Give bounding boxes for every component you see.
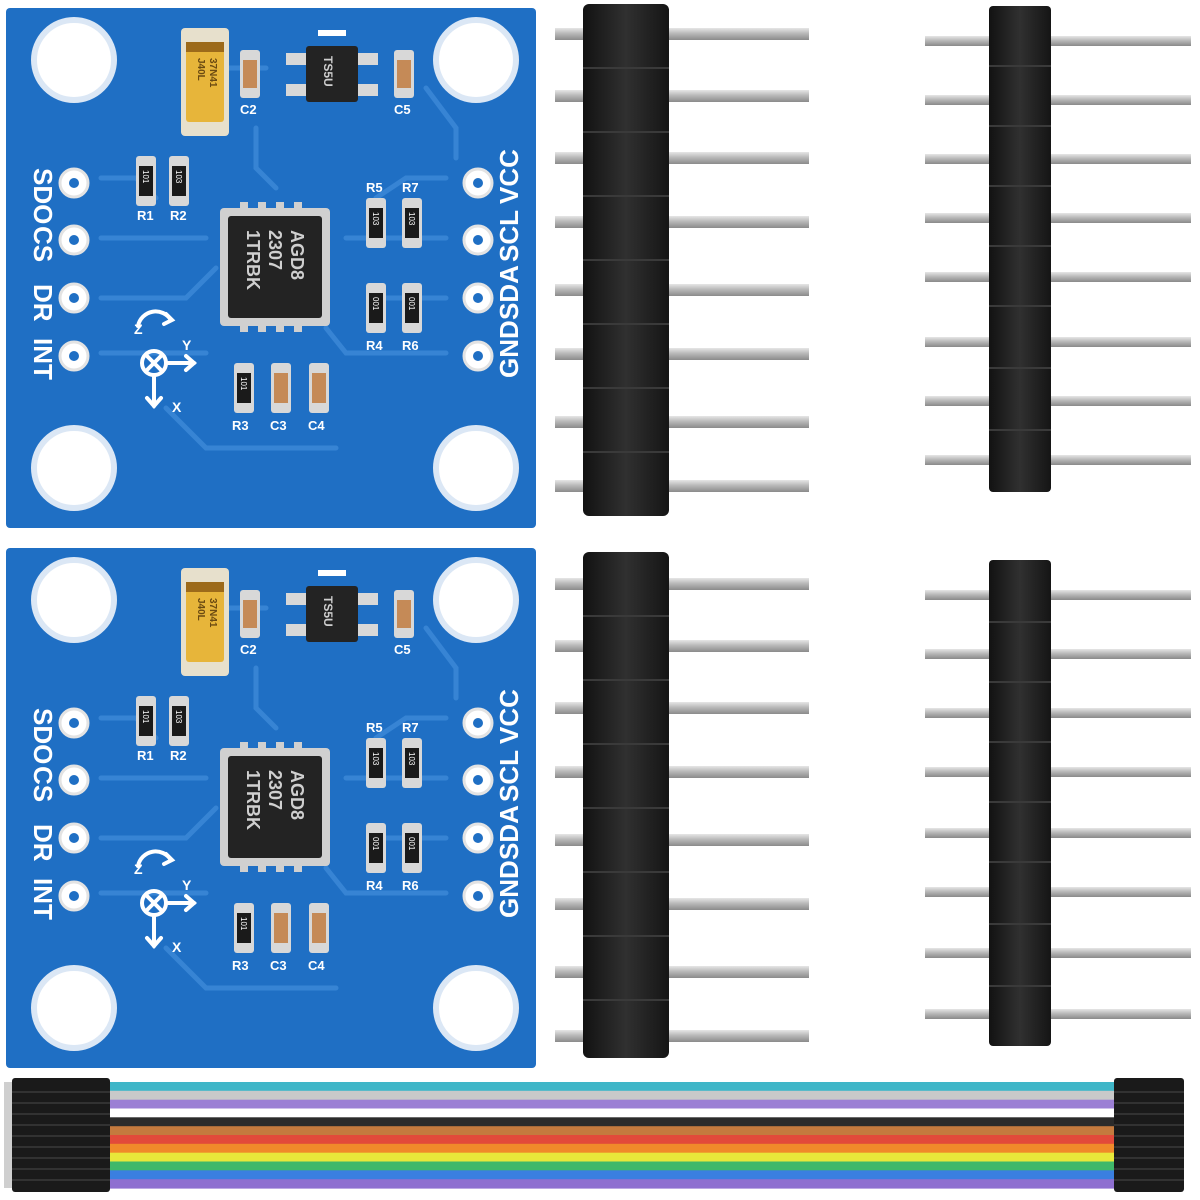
pin-label-vcc: VCC — [494, 689, 524, 744]
pin-label-gnd: GND — [494, 320, 524, 378]
sensor-board-2: SDO CS DR INT VCC SCL SDA GND C2 C5 R1 R… — [6, 548, 536, 1068]
label-r4: R4 — [366, 338, 383, 353]
pin-label-cs: CS — [28, 226, 58, 262]
label-c5: C5 — [394, 102, 411, 117]
axis-label-z: Z — [134, 861, 143, 877]
pin-label-sda: SDA — [494, 805, 524, 860]
label-r2: R2 — [170, 208, 187, 223]
r2-code: 103 — [174, 170, 183, 184]
pin-label-gnd: GND — [494, 860, 524, 918]
label-c3: C3 — [270, 418, 287, 433]
right-angle-header-1 — [555, 4, 809, 516]
straight-header-1 — [925, 6, 1191, 492]
regulator-marking: TS5U — [321, 56, 335, 87]
r6-code: 001 — [407, 837, 416, 851]
axis-label-x: X — [172, 399, 182, 415]
axis-label-y: Y — [182, 877, 192, 893]
header-body — [989, 6, 1051, 492]
label-r7: R7 — [402, 720, 419, 735]
connector-right — [1114, 1078, 1184, 1192]
r1-code: 101 — [141, 710, 150, 724]
jumper-wire — [108, 1170, 1118, 1180]
label-r7: R7 — [402, 180, 419, 195]
label-r5: R5 — [366, 720, 383, 735]
label-r4: R4 — [366, 878, 383, 893]
jumper-wire — [108, 1108, 1118, 1118]
label-r6: R6 — [402, 878, 419, 893]
axis-label-y: Y — [182, 337, 192, 353]
pin-label-dr: DR — [28, 284, 58, 322]
axis-label-x: X — [172, 939, 182, 955]
label-r6: R6 — [402, 338, 419, 353]
pin-label-dr: DR — [28, 824, 58, 862]
r5-code: 103 — [371, 212, 380, 226]
jumper-cable — [4, 1078, 1184, 1192]
label-c5: C5 — [394, 642, 411, 657]
header-body — [583, 552, 669, 1058]
jumper-wire — [108, 1099, 1118, 1110]
jumper-wire — [108, 1090, 1118, 1101]
tantalum-marking-1: J40L — [195, 58, 206, 81]
regulator-marking: TS5U — [321, 596, 335, 627]
jumper-wire — [108, 1143, 1118, 1154]
chip-marking-3: 1TRBK — [243, 770, 263, 830]
jumper-wire — [108, 1126, 1118, 1136]
label-c4: C4 — [308, 958, 325, 973]
straight-header-2 — [925, 560, 1191, 1046]
right-angle-header-2 — [555, 552, 809, 1058]
r7-code: 103 — [407, 752, 416, 766]
tantalum-marking-2: 37N41 — [207, 598, 218, 628]
tantalum-marking-2: 37N41 — [207, 58, 218, 88]
pin-label-vcc: VCC — [494, 149, 524, 204]
jumper-wire — [108, 1179, 1118, 1189]
label-r5: R5 — [366, 180, 383, 195]
pin-label-sda: SDA — [494, 265, 524, 320]
r5-code: 103 — [371, 752, 380, 766]
pin-label-int: INT — [28, 878, 58, 920]
label-r1: R1 — [137, 208, 154, 223]
chip-marking-3: 1TRBK — [243, 230, 263, 290]
chip-marking-2: 2307 — [265, 230, 285, 270]
pin-label-int: INT — [28, 338, 58, 380]
pin-label-cs: CS — [28, 766, 58, 802]
r7-code: 103 — [407, 212, 416, 226]
jumper-wire — [108, 1082, 1118, 1092]
label-r3: R3 — [232, 958, 249, 973]
jumper-wire — [108, 1135, 1118, 1145]
r1-code: 101 — [141, 170, 150, 184]
r6-code: 001 — [407, 297, 416, 311]
label-c3: C3 — [270, 958, 287, 973]
pin-label-scl: SCL — [494, 210, 524, 262]
jumper-wire — [108, 1161, 1118, 1171]
chip-marking-1: AGD8 — [287, 770, 307, 820]
r3-code: 101 — [239, 917, 248, 931]
connector-left — [4, 1078, 110, 1192]
chip-marking-1: AGD8 — [287, 230, 307, 280]
tantalum-marking-1: J40L — [195, 598, 206, 621]
label-r3: R3 — [232, 418, 249, 433]
sensor-board-1: SDO CS DR INT VCC SCL SDA GND C2 C5 R1 R… — [6, 8, 536, 528]
label-r1: R1 — [137, 748, 154, 763]
chip-marking-2: 2307 — [265, 770, 285, 810]
axis-label-z: Z — [134, 321, 143, 337]
r4-code: 001 — [371, 837, 380, 851]
pin-label-sdo: SDO — [28, 168, 58, 224]
label-c2: C2 — [240, 642, 257, 657]
pin-label-scl: SCL — [494, 750, 524, 802]
label-r2: R2 — [170, 748, 187, 763]
label-c2: C2 — [240, 102, 257, 117]
jumper-wire — [108, 1117, 1118, 1127]
pin-label-sdo: SDO — [28, 708, 58, 764]
label-c4: C4 — [308, 418, 325, 433]
r2-code: 103 — [174, 710, 183, 724]
r4-code: 001 — [371, 297, 380, 311]
r3-code: 101 — [239, 377, 248, 391]
jumper-wires — [108, 1082, 1118, 1189]
jumper-wire — [108, 1152, 1118, 1163]
